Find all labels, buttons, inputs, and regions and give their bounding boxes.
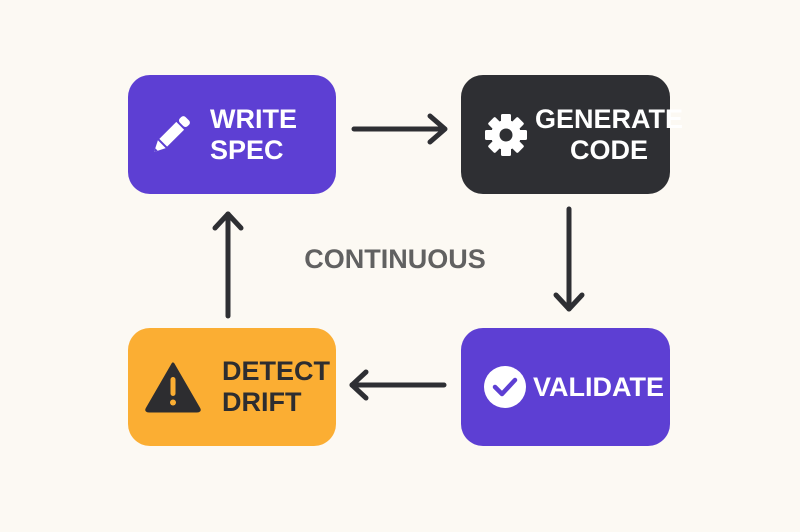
arrow-left-icon (349, 369, 447, 401)
step-write-spec: WRITE SPEC (128, 75, 336, 194)
warning-icon (144, 361, 202, 413)
arrow-right-icon (351, 113, 448, 145)
step-detect-drift: DETECT DRIFT (128, 328, 336, 446)
check-circle-icon (483, 365, 527, 409)
step-label: GENERATE CODE (535, 104, 683, 166)
step-label-line: DETECT (222, 356, 330, 386)
step-label: DETECT DRIFT (222, 356, 330, 418)
step-generate-code: GENERATE CODE (461, 75, 683, 194)
pencil-icon (146, 110, 196, 160)
arrow-up-icon (212, 211, 244, 319)
step-validate: VALIDATE (461, 328, 670, 446)
step-label-line: DRIFT (222, 387, 302, 417)
step-label-line: WRITE (210, 103, 297, 134)
step-label: VALIDATE (533, 372, 664, 403)
step-label-line: SPEC (210, 134, 284, 165)
cycle-center-label: CONTINUOUS (304, 244, 486, 274)
gear-icon (483, 112, 529, 158)
arrow-down-icon (553, 206, 585, 312)
step-label: WRITE SPEC (210, 104, 297, 166)
step-label-line: VALIDATE (533, 371, 664, 402)
step-label-line: CODE (570, 134, 649, 165)
step-label-line: GENERATE (535, 103, 684, 134)
